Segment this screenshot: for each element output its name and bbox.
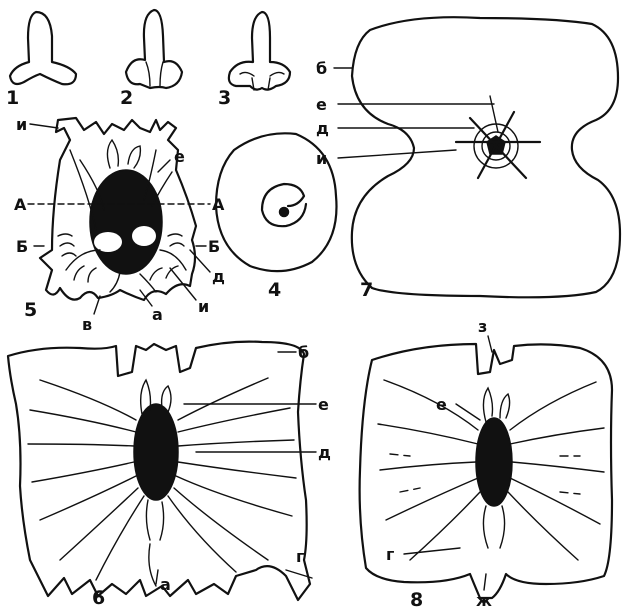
panel-5-label-v: в xyxy=(82,315,92,334)
panel-8-drawing xyxy=(360,336,612,598)
panel-5-label-A-right: А xyxy=(212,195,225,214)
panel-5-label-a: а xyxy=(152,305,163,324)
panel-7-label-d: д xyxy=(316,119,329,138)
panel-8-label-e: е xyxy=(436,395,447,414)
panel-5-label-A-left: А xyxy=(14,195,27,214)
panel-7-label-e: е xyxy=(316,95,327,114)
panel-6-drawing xyxy=(8,342,316,600)
panel-5-label-i: и xyxy=(16,115,27,134)
panel-7-number: 7 xyxy=(360,279,373,301)
panel-2-drawing xyxy=(126,10,182,88)
panel-7-label-b: б xyxy=(316,59,327,78)
panel-5-label-d: д xyxy=(212,267,225,286)
panel-7-drawing xyxy=(334,17,620,297)
panel-5-label-B-left: Б xyxy=(16,237,28,256)
panel-6-label-d: д xyxy=(318,443,331,462)
panel-2-number: 2 xyxy=(120,87,133,109)
panel-1-drawing xyxy=(10,12,76,84)
panel-6-label-e: е xyxy=(318,395,329,414)
panel-3-drawing xyxy=(229,12,290,90)
panel-6-label-b: б xyxy=(298,343,309,362)
panel-3-number: 3 xyxy=(218,87,231,109)
panel-8-label-g: г xyxy=(386,545,394,564)
panel-5-label-i2: и xyxy=(198,297,209,316)
panel-5-label-B-right: Б xyxy=(208,237,220,256)
panel-8-number: 8 xyxy=(410,589,423,610)
panel-8-label-z: з xyxy=(478,317,487,336)
panel-5-number: 5 xyxy=(24,299,37,321)
panel-5-label-e: е xyxy=(174,147,185,166)
panel-6-label-g: г xyxy=(296,547,304,566)
panel-7-label-i: и xyxy=(316,149,327,168)
panel-4-number: 4 xyxy=(268,279,281,301)
panel-8-label-zh: ж xyxy=(476,591,492,610)
panel-6-label-a: а xyxy=(160,575,171,594)
panel-1-number: 1 xyxy=(6,87,19,109)
panel-6-number: 6 xyxy=(92,587,105,609)
